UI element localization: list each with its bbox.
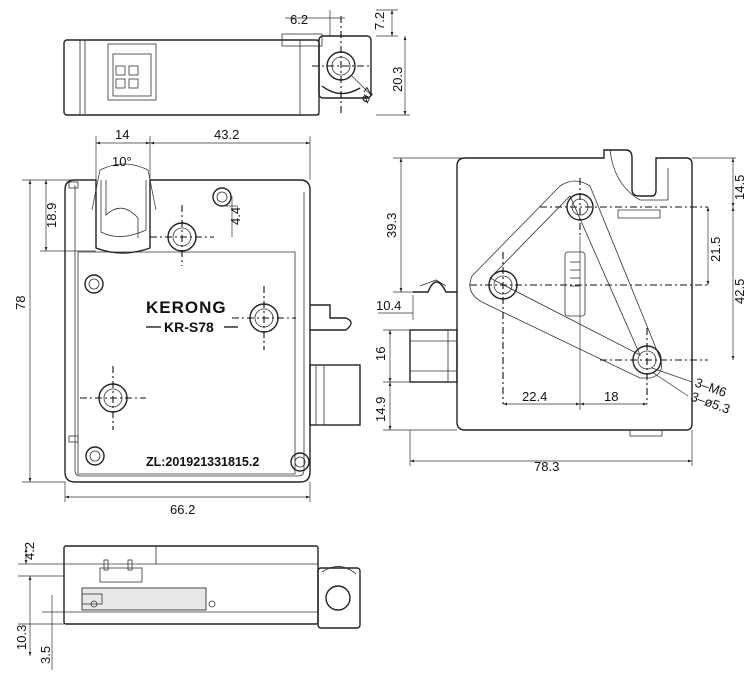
front-dim-14: 14 [115,127,129,142]
top-dim-dia7: ø7 [357,85,378,106]
front-dim-angle: 10° [112,154,132,169]
front-dim-43-2: 43.2 [214,127,239,142]
side-dim-16: 16 [373,347,388,361]
front-dim-18-9: 18.9 [44,203,59,228]
bottom-dim-3-5: 3.5 [38,646,53,664]
brand-logo-text: KERONG [146,298,227,317]
top-view: 6.2 7.2 20.3 ø7 [63,9,410,116]
side-dim-42-5: 42.5 [732,279,747,304]
side-hole-icon [470,178,708,404]
bottom-dim-4-2: 4.2 [22,542,37,560]
front-dim-4-4: 4.4 [228,207,243,225]
top-dim-7-2: 7.2 [372,12,387,30]
model-label: KR-S78 [164,319,214,335]
side-dim-10-4: 10.4 [376,298,401,313]
side-dim-22-4: 22.4 [522,389,547,404]
side-dim-21-5: 21.5 [708,237,723,262]
side-view: 39.3 10.4 16 14.9 14.5 21.5 42.5 22.4 18… [373,149,747,474]
side-dim-14-9: 14.9 [373,397,388,422]
side-dim-14-5: 14.5 [732,175,747,200]
bottom-view: 4.2 10.3 3.5 [14,542,361,670]
connector-icon [107,43,157,101]
front-dim-78: 78 [13,296,28,310]
front-dim-66-2: 66.2 [170,502,195,517]
patent-number: ZL:201921331815.2 [146,455,259,469]
top-dim-20-3: 20.3 [390,67,405,92]
bottom-dim-10-3: 10.3 [14,625,29,650]
screw-icon [84,187,310,472]
mounting-hole-icon [80,205,296,430]
front-view: KERONG KR-S78 ZL:201921331815.2 14 43.2 … [13,127,361,517]
side-dim-39-3: 39.3 [384,213,399,238]
side-dim-18: 18 [604,389,618,404]
side-dim-78-3: 78.3 [534,459,559,474]
brand-logo: KERONG KR-S78 [146,298,238,335]
top-dim-6-2: 6.2 [290,12,308,27]
